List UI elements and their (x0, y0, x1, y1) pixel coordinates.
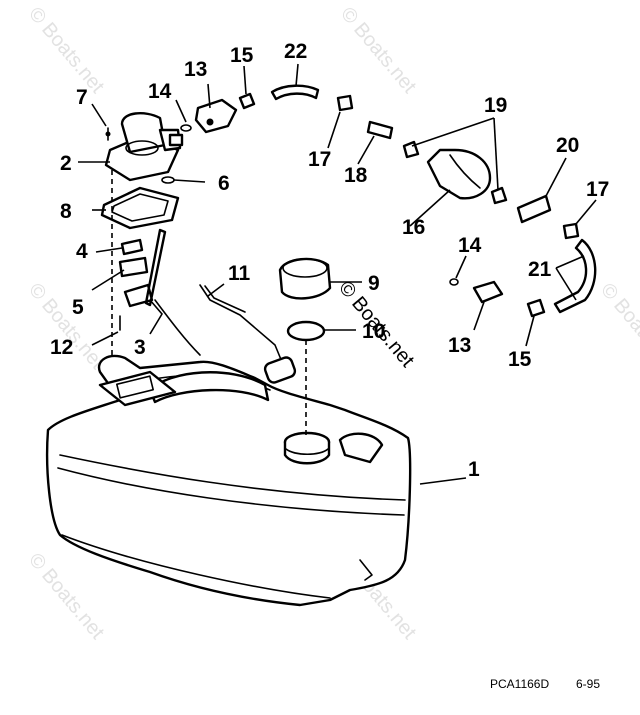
callout-17-right: 17 (586, 178, 609, 201)
fuel-tank-part-1 (45, 354, 412, 607)
date-code: 6-95 (576, 677, 600, 691)
callout-1: 1 (468, 458, 480, 481)
callout-9: 9 (368, 272, 380, 295)
clamp-part-15-upper (238, 92, 256, 110)
callout-4: 4 (76, 240, 88, 263)
cap-gasket-part-10 (286, 320, 326, 342)
filler-cap-part-9 (278, 257, 332, 300)
callout-5: 5 (72, 296, 84, 319)
screw-part-7 (105, 127, 111, 141)
pickup-assembly-part-2 (104, 112, 184, 182)
fuel-gauge-part-11 (154, 284, 297, 384)
gasket-part-8 (100, 186, 180, 230)
fitting-part-18 (366, 120, 394, 140)
clamp-part-17-upper (336, 94, 354, 112)
callout-6: 6 (218, 172, 230, 195)
callout-17-upper: 17 (308, 148, 331, 171)
callout-2: 2 (60, 152, 72, 175)
callout-8: 8 (60, 200, 72, 223)
primer-bulb-part-16 (426, 148, 492, 200)
callout-13-right: 13 (448, 334, 471, 357)
callout-16: 16 (402, 216, 425, 239)
callout-15-right: 15 (508, 348, 532, 371)
callout-20: 20 (556, 134, 579, 157)
callouts: 1 2 3 4 5 6 7 8 9 10 11 12 13 13 14 14 1… (50, 40, 609, 481)
watermark-top-right: © Boats.net (336, 3, 420, 98)
callout-14-upper: 14 (148, 80, 172, 103)
clamp-part-15-right (526, 298, 546, 318)
drawing-ref: PCA1166D (490, 677, 549, 691)
clamp-part-19b (490, 186, 508, 205)
callout-10: 10 (362, 320, 385, 343)
leader-lines (78, 63, 597, 485)
clip-part-4 (120, 238, 144, 256)
hose-part-22 (270, 84, 320, 101)
o-ring-part-14-right (449, 278, 459, 286)
callout-11: 11 (228, 262, 251, 285)
clamp-part-5 (118, 256, 149, 278)
callout-19: 19 (484, 94, 507, 117)
callout-21: 21 (528, 258, 552, 281)
watermark-mid-left: © Boats.net (24, 279, 108, 374)
o-ring-part-14-upper (180, 124, 192, 132)
valve-part-20 (516, 194, 552, 224)
callout-12: 12 (50, 336, 73, 359)
callout-3: 3 (134, 336, 146, 359)
watermark-bottom-left: © Boats.net (24, 549, 108, 644)
callout-7: 7 (76, 86, 88, 109)
o-ring-part-6 (161, 176, 175, 184)
clamp-part-17-right (562, 222, 580, 240)
pickup-tube-part-3 (123, 228, 167, 308)
callout-22: 22 (284, 40, 307, 63)
connector-part-13-upper (194, 98, 238, 134)
hose-part-21 (553, 238, 597, 314)
watermark-top-left: © Boats.net (24, 3, 108, 98)
connector-part-13-right (472, 280, 504, 304)
callout-14-right: 14 (458, 234, 482, 257)
watermark-right: © Boats.net (596, 279, 640, 374)
callout-18: 18 (344, 164, 368, 187)
callout-15-upper: 15 (230, 44, 254, 67)
callout-13-upper: 13 (184, 58, 207, 81)
